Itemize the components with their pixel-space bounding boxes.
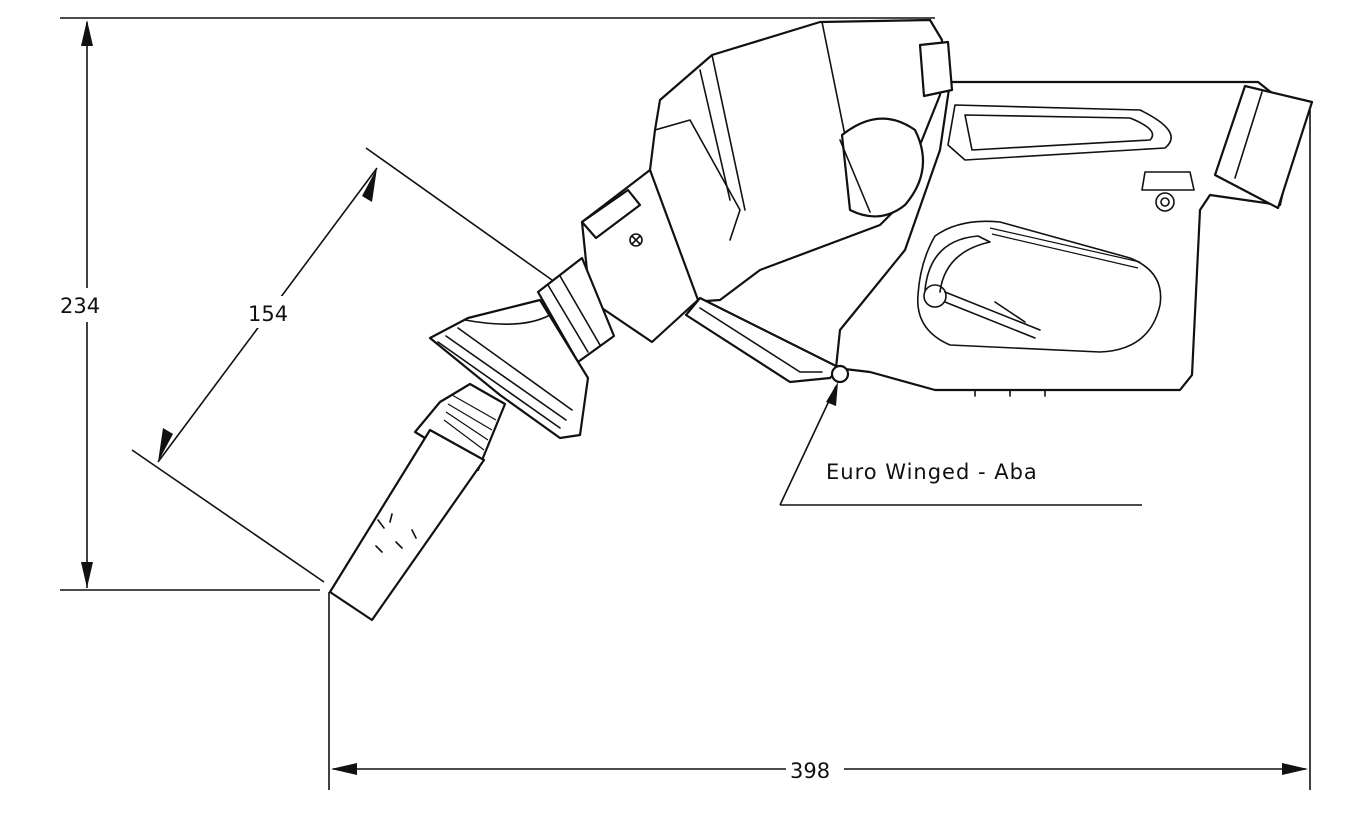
length-dimension: 154 [131,147,553,583]
model-label: Euro Winged - Aba [779,382,1142,506]
height-dimension: 234 [60,17,935,591]
width-dimension-value: 398 [790,759,830,783]
nozzle-housing [648,18,954,304]
width-dimension: 398 [328,110,1311,790]
model-label-text: Euro Winged - Aba [826,460,1038,484]
spout-tube [328,382,507,622]
height-dimension-value: 234 [60,294,100,318]
length-dimension-value: 154 [248,302,288,326]
spout-mount [536,168,700,364]
lower-plate [684,296,850,384]
splash-guard [428,298,590,440]
nozzle-handle [834,80,1314,397]
